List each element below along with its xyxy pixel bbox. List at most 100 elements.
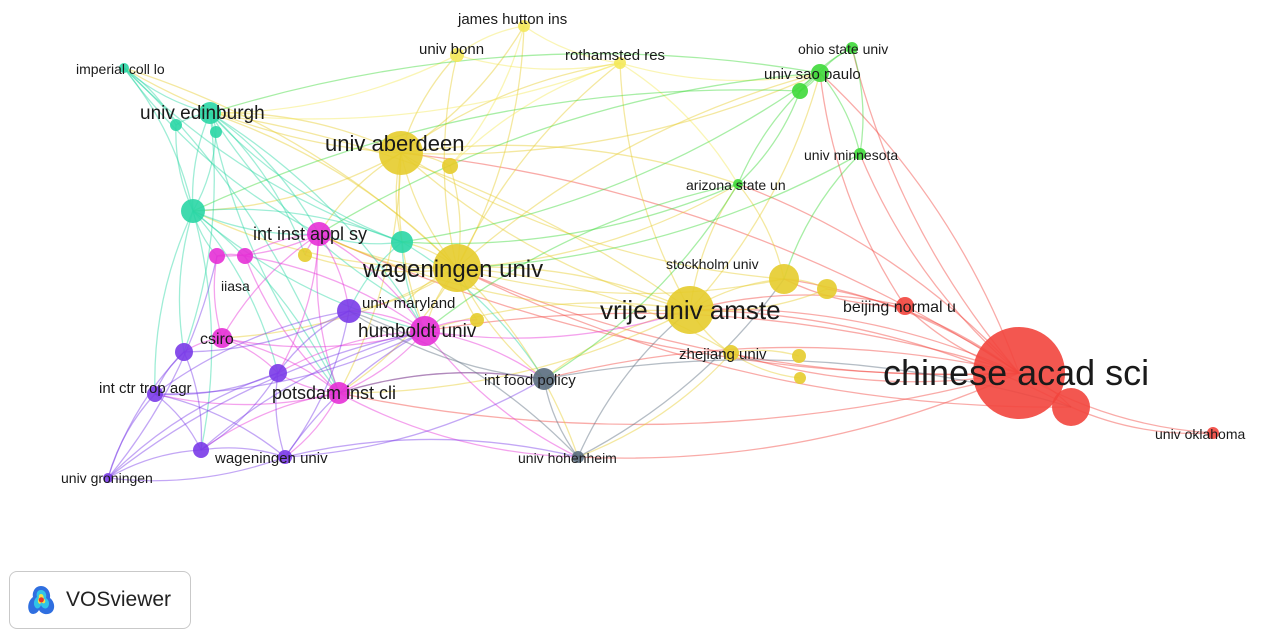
node-p_potsdam[interactable]: [269, 364, 287, 382]
link-rothamsted-arizona: [619, 62, 739, 185]
node-p_maryland[interactable]: [337, 299, 361, 323]
link-chinese-hohenheim: [577, 372, 1020, 459]
node-t_small2[interactable]: [210, 126, 222, 138]
link-imperial-potsdam: [123, 67, 340, 394]
node-imperial[interactable]: [119, 63, 129, 73]
link-p_csiro-p_wag2: [183, 351, 203, 451]
node-y_mid3[interactable]: [470, 313, 484, 327]
link-arizona-humboldt: [424, 183, 739, 332]
link-t_left-t_mid: [192, 208, 403, 243]
node-saopaulo[interactable]: [811, 64, 829, 82]
node-y_small2[interactable]: [794, 372, 806, 384]
node-y_near_stockholm[interactable]: [817, 279, 837, 299]
node-label-csiro: csiro: [200, 331, 234, 348]
node-aberdeen[interactable]: [379, 131, 423, 175]
node-label-iiasa: iiasa: [221, 278, 250, 294]
link-chinese-ohio: [851, 47, 1020, 374]
node-p_wag2[interactable]: [193, 442, 209, 458]
node-layer: [103, 20, 1219, 483]
node-label-ifpri: int food policy: [484, 372, 576, 389]
node-label-stockholm: stockholm univ: [666, 256, 759, 272]
node-g_near_sp[interactable]: [792, 83, 808, 99]
node-m_small1[interactable]: [209, 248, 225, 264]
node-minnesota[interactable]: [854, 148, 866, 160]
node-label-intinst: int inst appl sy: [253, 224, 367, 244]
node-zhejiang[interactable]: [723, 345, 739, 361]
link-p_potsdam-ciat: [154, 372, 279, 396]
node-ifpri[interactable]: [533, 368, 555, 390]
link-wageningen2-ifpri: [284, 378, 545, 458]
link-vrije-humboldt: [424, 302, 691, 332]
node-wageningen[interactable]: [433, 244, 481, 292]
node-vrije[interactable]: [666, 286, 714, 334]
node-chinese[interactable]: [973, 327, 1065, 419]
node-label-edinburgh: univ edinburgh: [140, 103, 265, 124]
link-minnesota-wageningen: [456, 153, 861, 269]
node-rothamsted[interactable]: [614, 57, 626, 69]
node-t_small1[interactable]: [170, 119, 182, 131]
link-potsdam-ciat: [154, 392, 340, 406]
node-stockholm[interactable]: [769, 264, 799, 294]
node-intinst[interactable]: [307, 222, 331, 246]
vosviewer-label: VOSviewer: [66, 588, 172, 611]
link-wageningen-saopaulo: [456, 72, 821, 269]
link-g_near_sp-arizona: [737, 90, 801, 185]
node-label-maryland: univ maryland: [362, 295, 455, 312]
link-wageningen-edinburgh: [209, 112, 458, 269]
link-potsdam-hohenheim: [338, 392, 579, 458]
node-label-oklahoma: univ oklahoma: [1155, 426, 1245, 442]
node-label-ohio: ohio state univ: [798, 41, 888, 57]
node-arizona[interactable]: [733, 179, 743, 189]
link-potsdam-ifpri: [338, 372, 545, 394]
node-chinese2[interactable]: [1052, 388, 1090, 426]
node-ciat[interactable]: [147, 386, 163, 402]
link-aberdeen-rothamsted: [400, 62, 621, 154]
node-edinburgh[interactable]: [199, 102, 221, 124]
link-edinburgh-y_mid2: [209, 112, 306, 256]
link-t_left-p_potsdam: [192, 210, 279, 374]
node-label-wageningen2: wageningen univ: [214, 450, 328, 467]
link-minnesota-stockholm: [783, 153, 861, 280]
node-beijing[interactable]: [896, 297, 914, 315]
node-groningen[interactable]: [103, 473, 113, 483]
node-t_mid[interactable]: [391, 231, 413, 253]
node-y_mid1[interactable]: [442, 158, 458, 174]
link-wageningen-t_left: [192, 210, 458, 269]
link-arizona-t_mid: [401, 183, 739, 245]
link-intinst-humboldt: [318, 233, 426, 332]
node-hutton[interactable]: [518, 20, 530, 32]
node-label-arizona: arizona state un: [686, 177, 786, 193]
node-ohio[interactable]: [846, 42, 858, 54]
link-wageningen-hohenheim: [456, 267, 579, 458]
node-y_mid2[interactable]: [298, 248, 312, 262]
link-stockholm-wageningen: [456, 267, 785, 295]
link-t_left-intinst: [192, 210, 320, 236]
node-y_small1[interactable]: [792, 349, 806, 363]
node-label-beijing: beijing normal u: [843, 299, 956, 316]
node-t_left[interactable]: [181, 199, 205, 223]
node-hohenheim[interactable]: [572, 451, 584, 463]
node-wageningen2[interactable]: [278, 450, 292, 464]
link-p_wag2-humboldt: [200, 330, 426, 451]
link-t_left-p_csiro: [178, 210, 194, 353]
node-oklahoma[interactable]: [1207, 427, 1219, 439]
node-humboldt[interactable]: [410, 316, 440, 346]
node-potsdam[interactable]: [328, 382, 350, 404]
link-hohenheim-p_maryland: [348, 310, 579, 458]
node-m_small2[interactable]: [237, 248, 253, 264]
node-label-hohenheim: univ hohenheim: [518, 450, 617, 466]
link-edinburgh-t_mid: [209, 112, 403, 243]
link-aberdeen-imperial: [123, 67, 402, 154]
link-t_left-ciat: [154, 210, 194, 395]
link-aberdeen-saopaulo: [400, 72, 821, 155]
link-humboldt-csiro: [221, 330, 426, 348]
node-label-vrije: vrije univ amste: [600, 295, 781, 325]
node-csiro[interactable]: [212, 328, 232, 348]
vosviewer-badge[interactable]: VOSviewer: [9, 571, 191, 629]
node-p_csiro[interactable]: [175, 343, 193, 361]
link-chinese2-wageningen: [456, 267, 1072, 408]
link-saopaulo-edinburgh: [209, 53, 821, 114]
link-ciat-p_wag2: [154, 393, 202, 451]
node-bonn[interactable]: [450, 48, 464, 62]
